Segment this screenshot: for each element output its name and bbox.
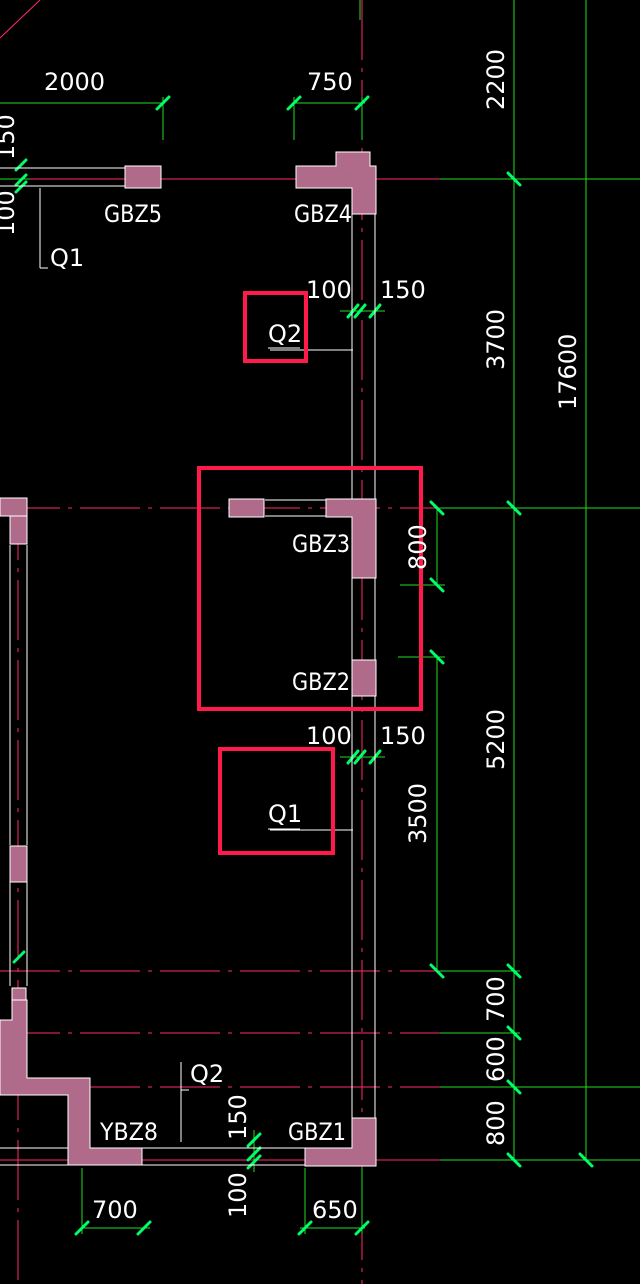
column-left-top-tail xyxy=(9,515,28,545)
label-q1-box: Q1 xyxy=(268,800,302,828)
column-q-stub xyxy=(228,498,265,518)
highlight-box-q2 xyxy=(243,291,308,363)
dim-mid-150-b: 150 xyxy=(380,722,426,750)
dim-bot-150: 150 xyxy=(224,1094,252,1140)
dim-r-3700: 3700 xyxy=(482,309,510,370)
label-q2-bottom: Q2 xyxy=(190,1060,224,1088)
dimension-lines xyxy=(0,0,640,1234)
dim-bot-650: 650 xyxy=(312,1196,358,1224)
dim-mid-150-a: 150 xyxy=(380,276,426,304)
column-gbz4 xyxy=(295,151,377,215)
dim-mid-100-b: 100 xyxy=(306,722,352,750)
label-gbz3: GBZ3 xyxy=(292,530,350,558)
columns xyxy=(0,151,377,1167)
label-q2-box: Q2 xyxy=(268,320,302,348)
column-left-mid xyxy=(9,845,28,883)
dim-v-800: 800 xyxy=(404,524,432,570)
column-gbz3 xyxy=(325,498,377,579)
dim-r-600: 600 xyxy=(482,1036,510,1082)
dimension-labels: 2000 750 150 100 100 150 100 150 800 350… xyxy=(0,49,582,1224)
dim-bot-700: 700 xyxy=(92,1196,138,1224)
column-gbz5 xyxy=(124,165,162,189)
dim-mid-100-a: 100 xyxy=(306,276,352,304)
highlight-boxes xyxy=(197,291,423,855)
dim-top-2000: 2000 xyxy=(44,68,105,96)
dim-r-800: 800 xyxy=(482,1100,510,1146)
highlight-box-q1 xyxy=(218,747,335,855)
dim-r-2200: 2200 xyxy=(482,49,510,110)
label-q1-top: Q1 xyxy=(50,244,84,272)
dim-left-100: 100 xyxy=(0,190,20,236)
column-left-top xyxy=(0,497,28,517)
highlight-box-gbz xyxy=(197,466,423,711)
wall-outlines xyxy=(0,167,376,1166)
dim-r-5200: 5200 xyxy=(482,709,510,770)
column-gbz1 xyxy=(304,1117,377,1167)
grid-line-diagonal xyxy=(0,0,41,39)
label-gbz5: GBZ5 xyxy=(104,200,162,228)
dim-r-700: 700 xyxy=(482,976,510,1022)
dim-v-3500: 3500 xyxy=(404,783,432,844)
label-ybz8: YBZ8 xyxy=(99,1118,158,1146)
label-gbz1: GBZ1 xyxy=(288,1118,346,1146)
column-gbz2 xyxy=(351,659,377,697)
element-labels: GBZ5 GBZ4 Q1 Q2 GBZ3 GBZ2 Q1 Q2 YBZ8 GBZ… xyxy=(50,200,352,1146)
column-ybz8 xyxy=(0,999,143,1166)
dim-bot-100: 100 xyxy=(224,1172,252,1218)
dim-left-150: 150 xyxy=(0,114,20,160)
dim-top-750: 750 xyxy=(307,68,353,96)
dim-r-17600: 17600 xyxy=(554,334,582,410)
label-gbz4: GBZ4 xyxy=(294,200,352,228)
label-gbz2: GBZ2 xyxy=(292,668,350,696)
